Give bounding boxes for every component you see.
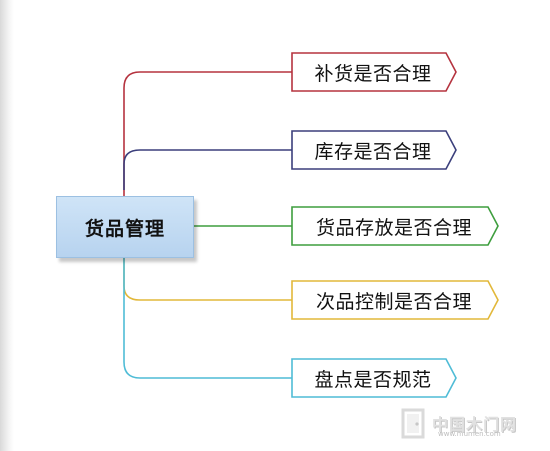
branch-label: 库存是否合理 [314,140,432,163]
connector-1 [123,71,292,196]
connector-2 [123,149,292,190]
branch-node-3: 货品存放是否合理 [292,206,496,246]
watermark-text: 中国木门网 [432,415,518,434]
door-logo-icon [401,408,425,439]
node-box-1 [291,52,457,92]
branch-node-1: 补货是否合理 [292,52,454,92]
watermark: 中国木门网 [398,398,548,448]
branch-label: 补货是否合理 [314,62,432,85]
connector-4 [123,256,292,301]
branch-node-5: 盘点是否规范 [292,358,454,398]
branch-node-2: 库存是否合理 [292,130,454,170]
watermark-url: www.mumen.com [438,430,501,438]
node-box-4 [291,280,499,320]
node-box-2 [291,130,457,170]
node-box-5 [291,358,457,398]
branch-label: 货品存放是否合理 [315,216,472,239]
branch-label: 次品控制是否合理 [315,290,472,313]
branch-label: 盘点是否规范 [314,368,432,391]
root-node: 货品管理 [56,196,194,258]
branch-node-4: 次品控制是否合理 [292,280,496,320]
root-label: 货品管理 [84,217,165,240]
left-edge-shadow [0,0,14,451]
connector-5 [123,256,292,379]
node-box-3 [291,206,499,246]
